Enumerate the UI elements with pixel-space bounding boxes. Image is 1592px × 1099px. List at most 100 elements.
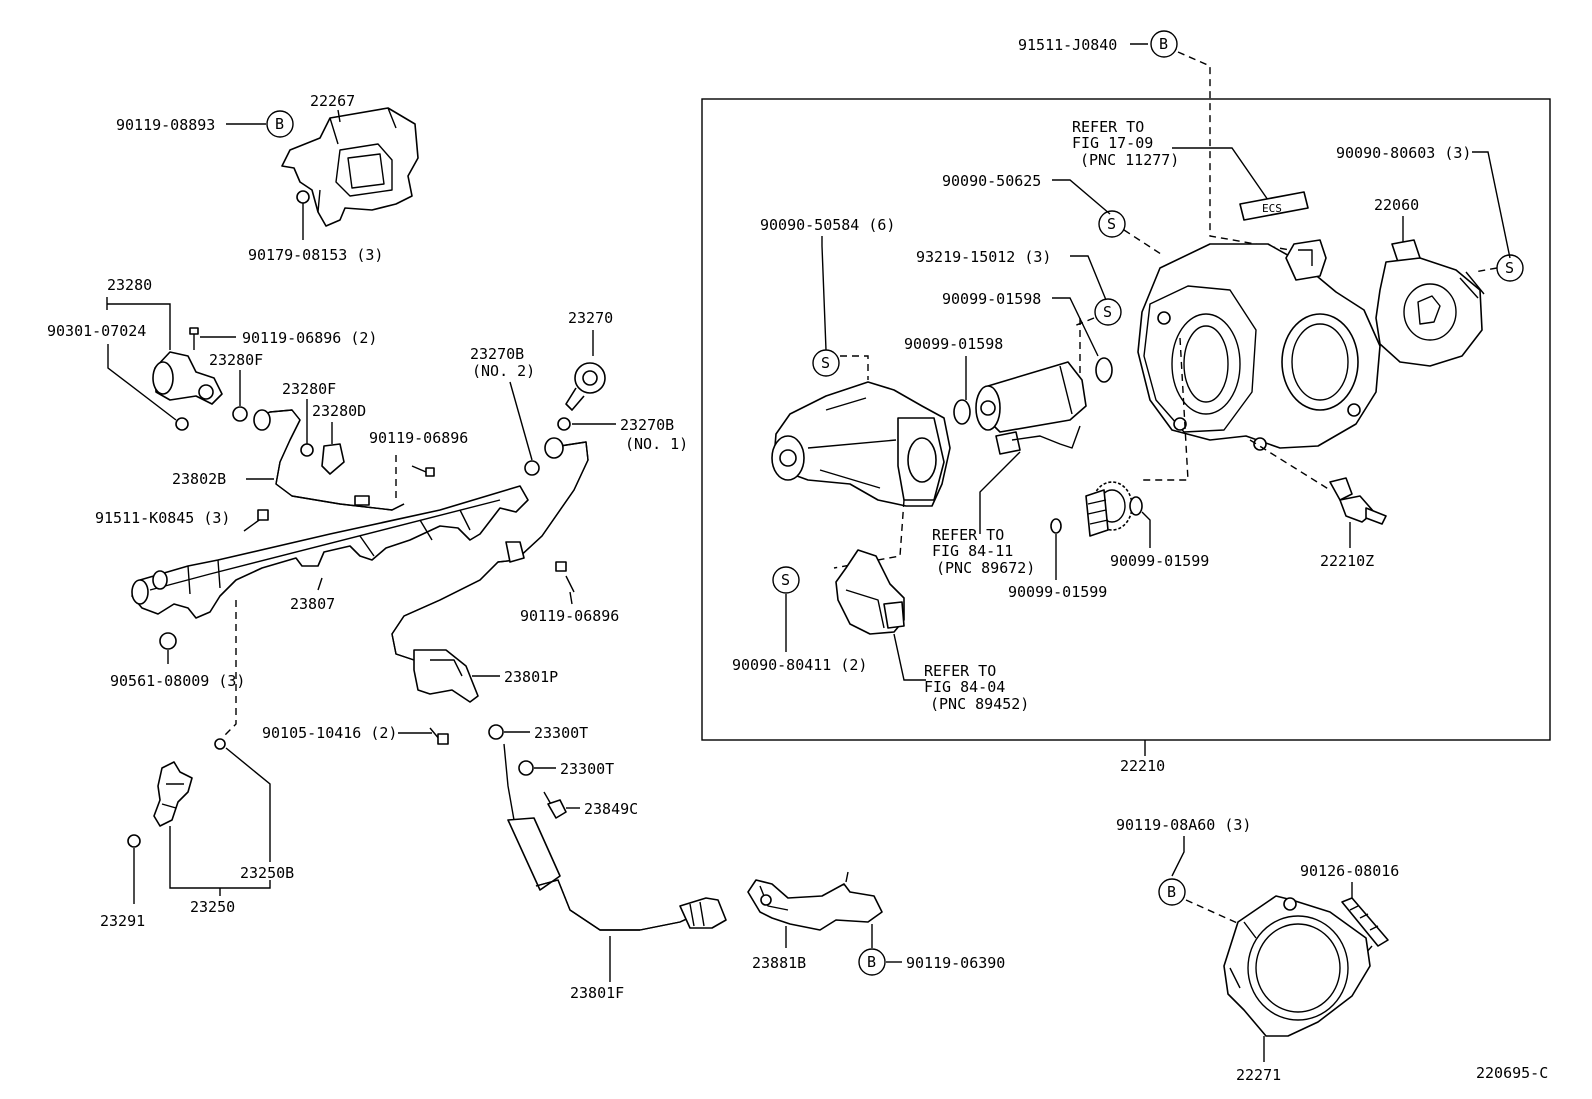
label-90119-06390[interactable]: 90119-06390	[906, 954, 1005, 972]
label-23280D[interactable]: 23280D	[312, 402, 366, 420]
label-90099-01598-b[interactable]: 90099-01598	[904, 335, 1003, 353]
part-23280-pulsation-damper[interactable]	[152, 351, 223, 431]
part-sensor-89452[interactable]	[835, 549, 905, 635]
part-23807-fuel-delivery-pipe[interactable]	[131, 485, 529, 619]
label-90119-06896-a[interactable]: 90119-06896	[369, 429, 468, 447]
label-90105-10416[interactable]: 90105-10416 (2)	[262, 724, 397, 742]
bolt-23849C[interactable]	[543, 791, 580, 819]
label-23881B[interactable]: 23881B	[752, 954, 806, 972]
washer-90099-01599-a[interactable]	[1129, 496, 1143, 516]
gasket-23300T-b[interactable]	[518, 760, 534, 776]
ref-84-04-line2[interactable]: FIG 84-04	[924, 678, 1005, 696]
bolt-90119-06896-a[interactable]	[411, 465, 435, 477]
bolt-90119-06390[interactable]: B	[858, 924, 902, 976]
screw-93219-15012[interactable]: S	[1094, 298, 1122, 326]
label-23300T-a[interactable]: 23300T	[534, 724, 588, 742]
part-22271-gasket[interactable]	[1223, 895, 1371, 1037]
label-23270B-no1-sub[interactable]: (NO. 1)	[625, 435, 688, 453]
label-23270B-no2[interactable]: 23270B	[470, 345, 524, 363]
stud-90126-08016[interactable]	[1341, 897, 1389, 947]
part-23801P-fuel-pipe[interactable]	[391, 437, 589, 703]
label-23270[interactable]: 23270	[568, 309, 613, 327]
label-23250[interactable]: 23250	[190, 898, 235, 916]
ref-84-04-line1[interactable]: REFER TO	[924, 662, 996, 680]
label-22271[interactable]: 22271	[1236, 1066, 1281, 1084]
label-90090-50584[interactable]: 90090-50584 (6)	[760, 216, 895, 234]
part-motor-housing[interactable]	[771, 381, 951, 507]
bolt-90105-10416[interactable]	[398, 727, 449, 745]
part-throttle-body[interactable]	[1137, 239, 1381, 451]
label-90179-08153[interactable]: 90179-08153 (3)	[248, 246, 383, 264]
ref-84-11-line1[interactable]: REFER TO	[932, 526, 1004, 544]
label-90119-06896-2[interactable]: 90119-06896 (2)	[242, 329, 377, 347]
ref-17-09-line2[interactable]: FIG 17-09	[1072, 134, 1153, 152]
label-90119-08A60[interactable]: 90119-08A60 (3)	[1116, 816, 1251, 834]
label-23291[interactable]: 23291	[100, 912, 145, 930]
o-ring-23250B[interactable]	[214, 738, 226, 750]
part-23881B-clamp[interactable]	[747, 871, 883, 931]
label-90099-01598-a[interactable]: 90099-01598	[942, 290, 1041, 308]
label-23300T-b[interactable]: 23300T	[560, 760, 614, 778]
label-23250B[interactable]: 23250B	[240, 864, 294, 882]
label-23270B-no2-sub[interactable]: (NO. 2)	[472, 362, 535, 380]
label-90099-01599-b[interactable]: 90099-01599	[1008, 583, 1107, 601]
label-90119-08893[interactable]: 90119-08893	[116, 116, 215, 134]
label-23801P[interactable]: 23801P	[504, 668, 558, 686]
label-22210[interactable]: 22210	[1120, 757, 1165, 775]
gasket-23280F-b[interactable]	[300, 443, 314, 457]
part-23270-damper-cap[interactable]	[565, 362, 606, 411]
label-23280F-a[interactable]: 23280F	[209, 351, 263, 369]
gasket-23300T-a[interactable]	[488, 724, 504, 740]
label-22267[interactable]: 22267	[310, 92, 355, 110]
screw-90090-80603[interactable]: S	[1496, 254, 1524, 282]
ref-84-11-line2[interactable]: FIG 84-11	[932, 542, 1013, 560]
screw-90090-80411[interactable]: S	[772, 566, 800, 594]
ref-17-09-line1[interactable]: REFER TO	[1072, 118, 1144, 136]
label-90561-08009[interactable]: 90561-08009 (3)	[110, 672, 245, 690]
bolt-91511-K0845[interactable]	[243, 509, 269, 532]
label-90090-80603[interactable]: 90090-80603 (3)	[1336, 144, 1471, 162]
part-23801F-fuel-hose[interactable]	[503, 743, 727, 931]
washer-90099-01598-b[interactable]	[953, 399, 971, 425]
label-90119-06896-b[interactable]: 90119-06896	[520, 607, 619, 625]
bolt-90119-06896-2[interactable]	[189, 327, 236, 350]
washer-90099-01598-a[interactable]	[1095, 357, 1113, 383]
screw-90090-50625[interactable]: S	[1098, 210, 1126, 238]
part-23802B-fuel-pipe[interactable]	[253, 409, 405, 511]
ref-84-04-line3[interactable]: (PNC 89452)	[930, 695, 1029, 713]
label-90090-50625[interactable]: 90090-50625	[942, 172, 1041, 190]
bolt-90119-08A60[interactable]: B	[1158, 878, 1186, 906]
label-22060[interactable]: 22060	[1374, 196, 1419, 214]
gasket-23270B-no2[interactable]	[524, 460, 540, 476]
label-90090-80411[interactable]: 90090-80411 (2)	[732, 656, 867, 674]
label-90099-01599-a[interactable]: 90099-01599	[1110, 552, 1209, 570]
gasket-23280F-a[interactable]	[232, 406, 248, 422]
label-90126-08016[interactable]: 90126-08016	[1300, 862, 1399, 880]
part-23250-fuel-injector[interactable]	[153, 761, 193, 827]
label-23280F-b[interactable]: 23280F	[282, 380, 336, 398]
label-23270B-no1[interactable]: 23270B	[620, 416, 674, 434]
screw-90090-50584[interactable]: S	[812, 349, 840, 377]
label-91511-K0845[interactable]: 91511-K0845 (3)	[95, 509, 230, 527]
label-22210Z[interactable]: 22210Z	[1320, 552, 1374, 570]
bolt-91511-J0840[interactable]: B	[1150, 30, 1178, 58]
grommet-90561-08009[interactable]	[159, 632, 177, 650]
label-23807[interactable]: 23807	[290, 595, 335, 613]
ecs-plate[interactable]: ECS	[1239, 191, 1309, 221]
ref-84-11-line3[interactable]: (PNC 89672)	[936, 559, 1035, 577]
bolt-90119-08893[interactable]: B	[226, 110, 294, 138]
washer-90099-01599-b[interactable]	[1050, 518, 1062, 534]
label-90301-07024[interactable]: 90301-07024	[47, 322, 146, 340]
gasket-23270B-no1[interactable]	[557, 417, 571, 431]
label-93219-15012[interactable]: 93219-15012 (3)	[916, 248, 1051, 266]
part-reduction-gear[interactable]	[1085, 481, 1133, 537]
label-91511-J0840[interactable]: 91511-J0840	[1018, 36, 1117, 54]
ref-17-09-line3[interactable]: (PNC 11277)	[1080, 151, 1179, 169]
part-23280D-union-bolt[interactable]	[321, 422, 345, 475]
label-23849C[interactable]: 23849C	[584, 800, 638, 818]
bolt-90119-06896-b[interactable]	[555, 561, 575, 605]
label-23801F[interactable]: 23801F	[570, 984, 624, 1002]
insulator-23291[interactable]	[127, 834, 141, 848]
part-22210Z-sensor[interactable]	[1329, 477, 1387, 525]
part-22060-throttle-position-sensor[interactable]	[1375, 239, 1485, 367]
